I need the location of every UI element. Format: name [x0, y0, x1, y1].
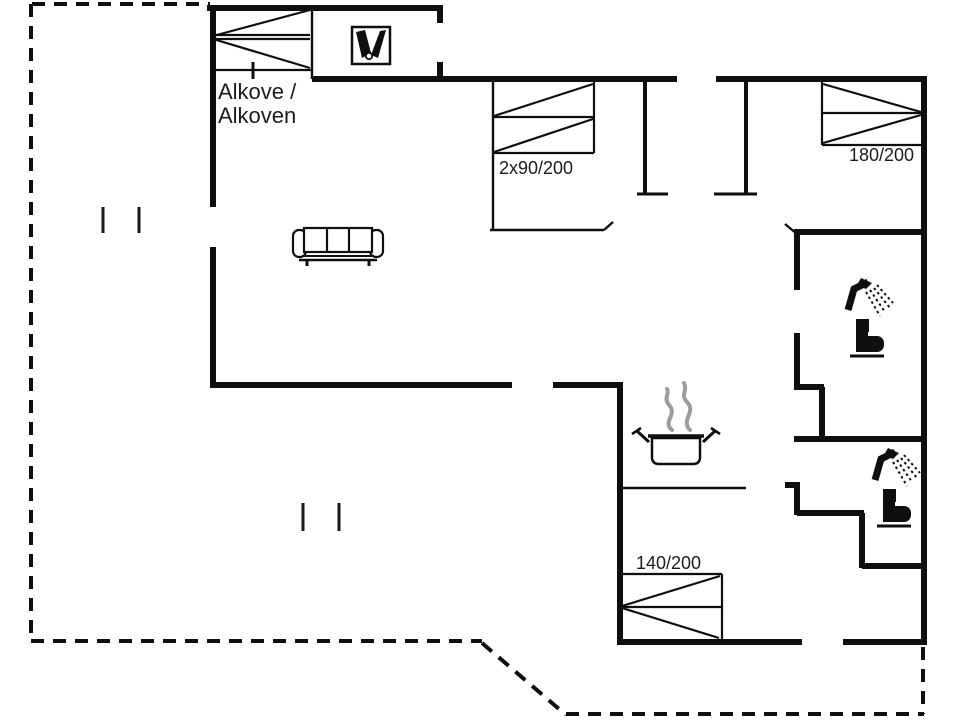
terrace-dashed-outline — [29, 2, 925, 717]
bed-alkove — [212, 8, 312, 79]
toilet-icon — [877, 489, 911, 528]
bed-140-200 — [621, 572, 724, 640]
bathroom2-fixtures — [871, 448, 921, 528]
bed-2x90-label: 2x90/200 — [499, 158, 574, 178]
shower-icon — [844, 278, 894, 317]
bathroom1-fixtures — [844, 278, 894, 358]
cooking-pot-icon — [631, 426, 721, 466]
alkove-label-line2: Alkoven — [218, 103, 297, 129]
wood-stove-icon — [350, 25, 392, 66]
bed-140-label: 140/200 — [636, 553, 702, 573]
steam-icon — [664, 381, 693, 432]
sofa-icon — [291, 226, 385, 266]
shower-icon — [871, 448, 921, 487]
exterior-walls — [207, 5, 927, 645]
toilet-icon — [850, 319, 884, 358]
bed-2x90-200 — [493, 82, 596, 155]
bed-180-label: 180/200 — [849, 145, 915, 165]
bathroom-walls — [785, 229, 924, 569]
bed-180-200 — [820, 82, 922, 147]
door-leaf-marks — [603, 221, 798, 235]
window-markers — [101, 207, 341, 531]
alkove-label: Alkove / Alkoven — [218, 79, 297, 129]
interior-partitions — [310, 8, 757, 490]
alkove-label-line1: Alkove / — [218, 79, 297, 104]
